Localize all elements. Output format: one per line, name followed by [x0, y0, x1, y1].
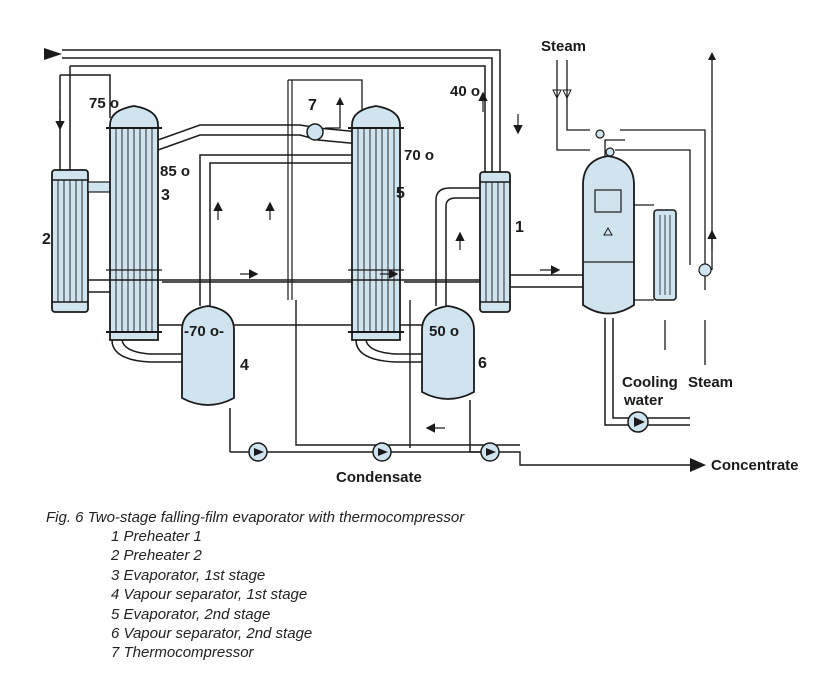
steam-inlet-lines	[556, 60, 713, 365]
temp-70-separator-label: -70 o-	[184, 323, 224, 340]
legend-item: 1 Preheater 1	[111, 528, 202, 545]
temp-50-label: 50 o	[429, 323, 459, 340]
steam-out-arrow-icon	[708, 52, 716, 60]
preheater-1	[479, 171, 511, 313]
steam-right-label: Steam	[688, 374, 733, 391]
condenser-unit	[582, 129, 677, 426]
steam-ejector-icon	[698, 263, 712, 277]
number-1-label: 1	[515, 219, 524, 236]
figure-caption: Fig. 6 Two-stage falling-film evaporator…	[46, 509, 806, 663]
legend-item: 3 Evaporator, 1st stage	[111, 566, 266, 584]
temp-40-label: 40 o	[450, 83, 480, 100]
temp-85-label: 85 o	[160, 163, 190, 180]
preheater-2	[51, 169, 111, 313]
legend-item: 4 Vapour separator, 1st stage	[111, 586, 308, 604]
vapour-lines	[88, 274, 585, 326]
number-6-label: 6	[478, 355, 487, 372]
feed-inlet-arrow-icon	[44, 48, 62, 60]
legend-list: 1 Preheater 1 2 Preheater 2 3 Evaporator…	[46, 527, 806, 663]
evaporator-2nd-stage	[348, 105, 425, 363]
concentrate-arrow-icon	[690, 458, 706, 472]
steam-top-label: Steam	[541, 38, 586, 55]
condensate-label: Condensate	[336, 469, 422, 486]
legend-item: 7 Thermocompressor	[111, 644, 254, 662]
number-4-label: 4	[240, 357, 249, 374]
legend-item: 5 Evaporator, 2nd stage	[111, 605, 271, 623]
temp-75-label: 75 o	[89, 95, 119, 112]
number-7-label: 7	[308, 97, 317, 114]
evaporator-1st-stage	[106, 105, 185, 363]
number-5-label: 5	[396, 185, 405, 202]
number-2-label: 2	[42, 231, 51, 248]
temp-70-label: 70 o	[404, 147, 434, 164]
vapour-separator-1st-stage	[181, 154, 360, 452]
vapour-separator-2nd-stage	[421, 187, 480, 452]
thermocompressor	[157, 79, 363, 300]
figure-title: Fig. 6 Two-stage falling-film evaporator…	[46, 509, 465, 526]
concentrate-label: Concentrate	[711, 457, 799, 474]
steam-valve-icon	[552, 89, 572, 100]
number-3-label: 3	[161, 187, 170, 204]
legend-item: 2 Preheater 2	[111, 547, 202, 565]
legend-item: 6 Vapour separator, 2nd stage	[111, 625, 313, 643]
flow-arrows	[55, 91, 717, 433]
